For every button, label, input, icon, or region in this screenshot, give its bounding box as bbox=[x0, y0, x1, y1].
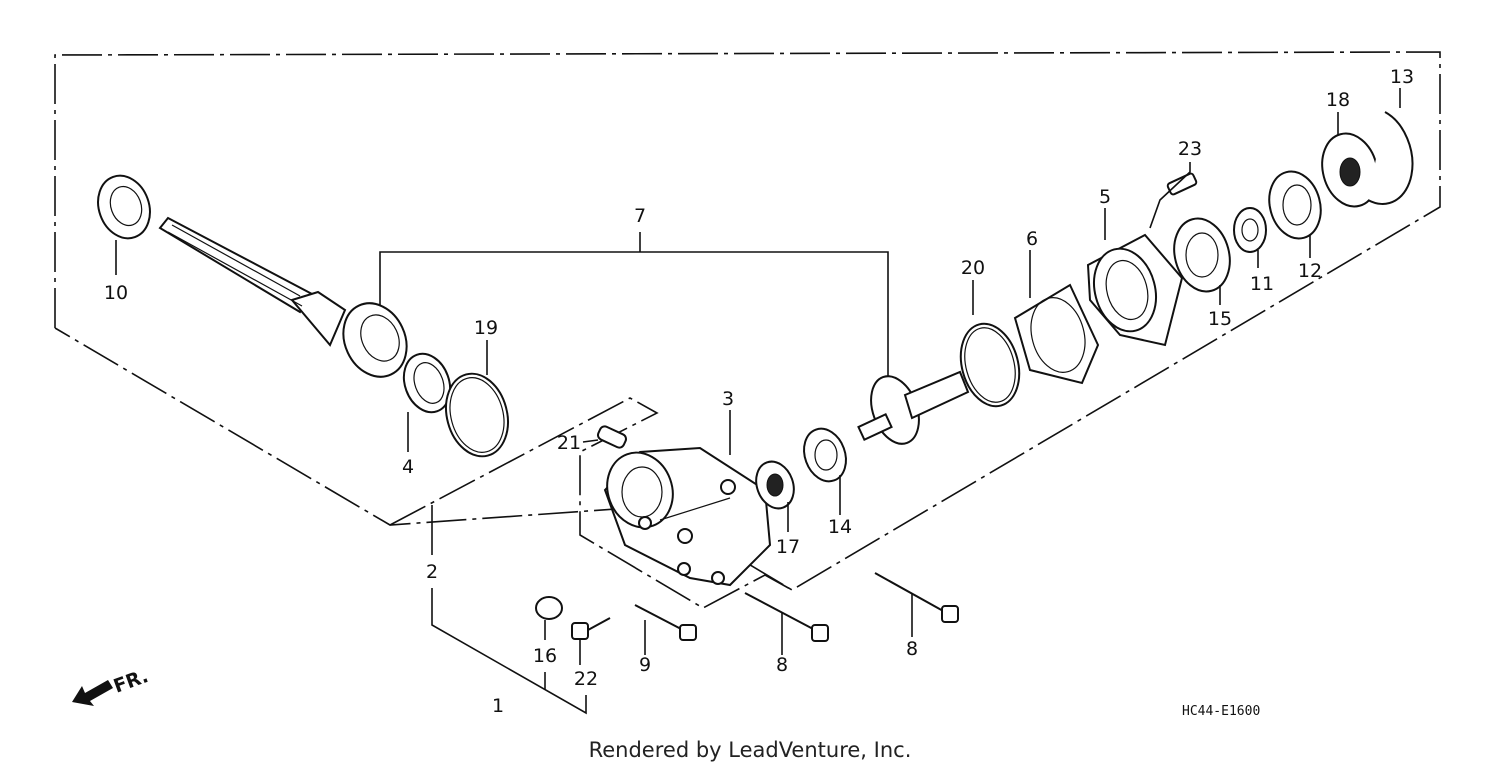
callout-labels: 1 2 3 4 5 6 7 8 8 9 10 11 12 13 14 15 16… bbox=[104, 66, 1414, 717]
part-5-bearing-holder bbox=[1086, 208, 1184, 347]
part-10-coupling bbox=[97, 174, 151, 275]
part-9-bolt bbox=[634, 604, 697, 655]
part-11-lock-nut bbox=[1233, 207, 1267, 268]
callout-10: 10 bbox=[104, 282, 128, 304]
part-3-gear-case bbox=[603, 410, 772, 587]
callout-3: 3 bbox=[722, 388, 734, 410]
callout-1: 1 bbox=[492, 695, 504, 717]
part-12-oil-seal bbox=[1268, 170, 1322, 258]
part-15-bearing bbox=[1173, 217, 1231, 305]
callout-4: 4 bbox=[402, 456, 414, 478]
render-credit: Rendered by LeadVenture, Inc. bbox=[588, 738, 912, 762]
part-20-o-ring bbox=[959, 280, 1021, 408]
part-4-shim bbox=[402, 352, 452, 452]
part-19-o-ring bbox=[445, 340, 509, 458]
diagram-code: HC44-E1600 bbox=[1182, 704, 1260, 719]
callout-22: 22 bbox=[574, 668, 598, 690]
part-13-circlip bbox=[1367, 88, 1414, 205]
part-23-bolt bbox=[1149, 162, 1198, 229]
callout-13: 13 bbox=[1390, 66, 1414, 88]
callout-17: 17 bbox=[776, 536, 800, 558]
part-21-dowel-pin bbox=[582, 425, 628, 449]
part-22-flange-bolt bbox=[571, 617, 611, 665]
callout-16: 16 bbox=[533, 645, 557, 667]
part-16-cap-nut bbox=[535, 596, 563, 640]
callout-8-center: 8 bbox=[776, 654, 788, 676]
callout-23: 23 bbox=[1178, 138, 1202, 160]
callout-7: 7 bbox=[634, 205, 646, 227]
part-8-bolts bbox=[744, 572, 959, 655]
part-6-gasket bbox=[1013, 250, 1100, 385]
callout-20: 20 bbox=[961, 257, 985, 279]
part-17-bearing bbox=[755, 460, 795, 532]
callout-18: 18 bbox=[1326, 89, 1350, 111]
callout-21: 21 bbox=[557, 432, 581, 454]
callout-5: 5 bbox=[1099, 186, 1111, 208]
callout-2: 2 bbox=[426, 561, 438, 583]
callout-15: 15 bbox=[1208, 308, 1232, 330]
callout-14: 14 bbox=[828, 516, 852, 538]
callout-brackets bbox=[379, 232, 889, 715]
front-direction-label: FR. bbox=[111, 665, 152, 698]
assembly-boundary bbox=[54, 51, 1441, 609]
callout-19: 19 bbox=[474, 317, 498, 339]
part-14-bearing bbox=[803, 427, 847, 515]
part-7-drive-shaft bbox=[158, 216, 408, 378]
part-7-pinion-gear bbox=[857, 370, 970, 445]
callout-9: 9 bbox=[639, 654, 651, 676]
callout-11: 11 bbox=[1250, 273, 1274, 295]
callout-6: 6 bbox=[1026, 228, 1038, 250]
callout-12: 12 bbox=[1298, 260, 1322, 282]
callout-8-right: 8 bbox=[906, 638, 918, 660]
front-direction-arrow-icon bbox=[72, 680, 113, 706]
